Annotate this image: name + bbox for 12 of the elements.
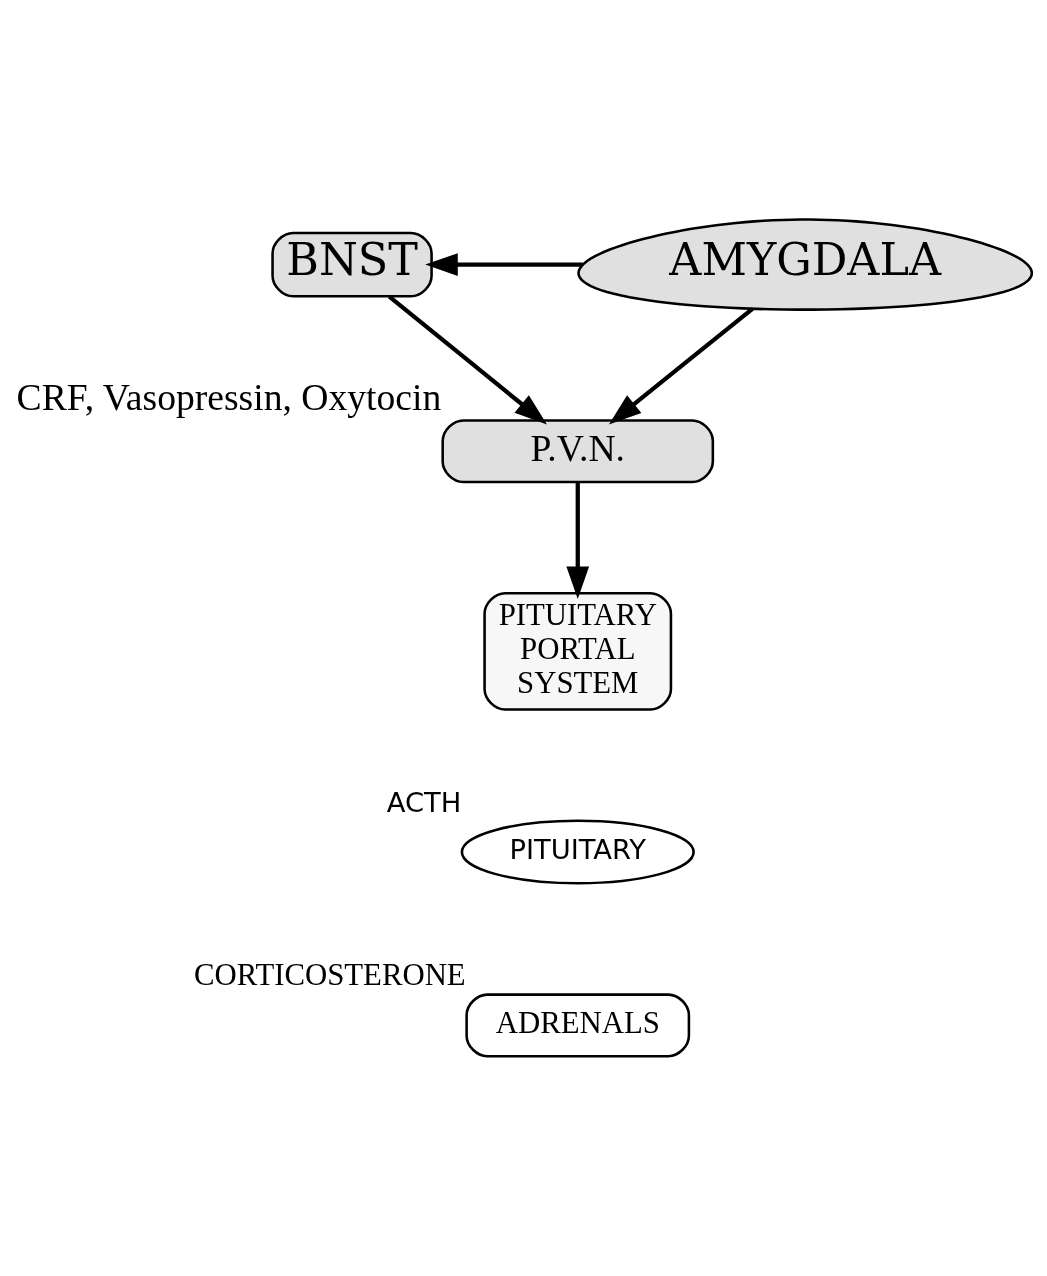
arrow bbox=[425, 253, 583, 276]
node-label: CORTICOSTERONE bbox=[194, 958, 466, 993]
node-box: P.V.N. bbox=[441, 419, 715, 484]
arrow bbox=[608, 307, 754, 425]
node-ellipse: PITUITARY bbox=[460, 819, 695, 885]
node-label: CRF, Vasopressin, Oxytocin bbox=[16, 375, 442, 418]
arrow bbox=[388, 294, 547, 425]
arrow bbox=[566, 482, 590, 599]
node-label: ACTH bbox=[386, 786, 462, 818]
node-box: BNST bbox=[271, 231, 433, 298]
node-box: PITUITARY PORTAL SYSTEM bbox=[483, 591, 673, 711]
node-box: ADRENALS bbox=[465, 993, 691, 1058]
